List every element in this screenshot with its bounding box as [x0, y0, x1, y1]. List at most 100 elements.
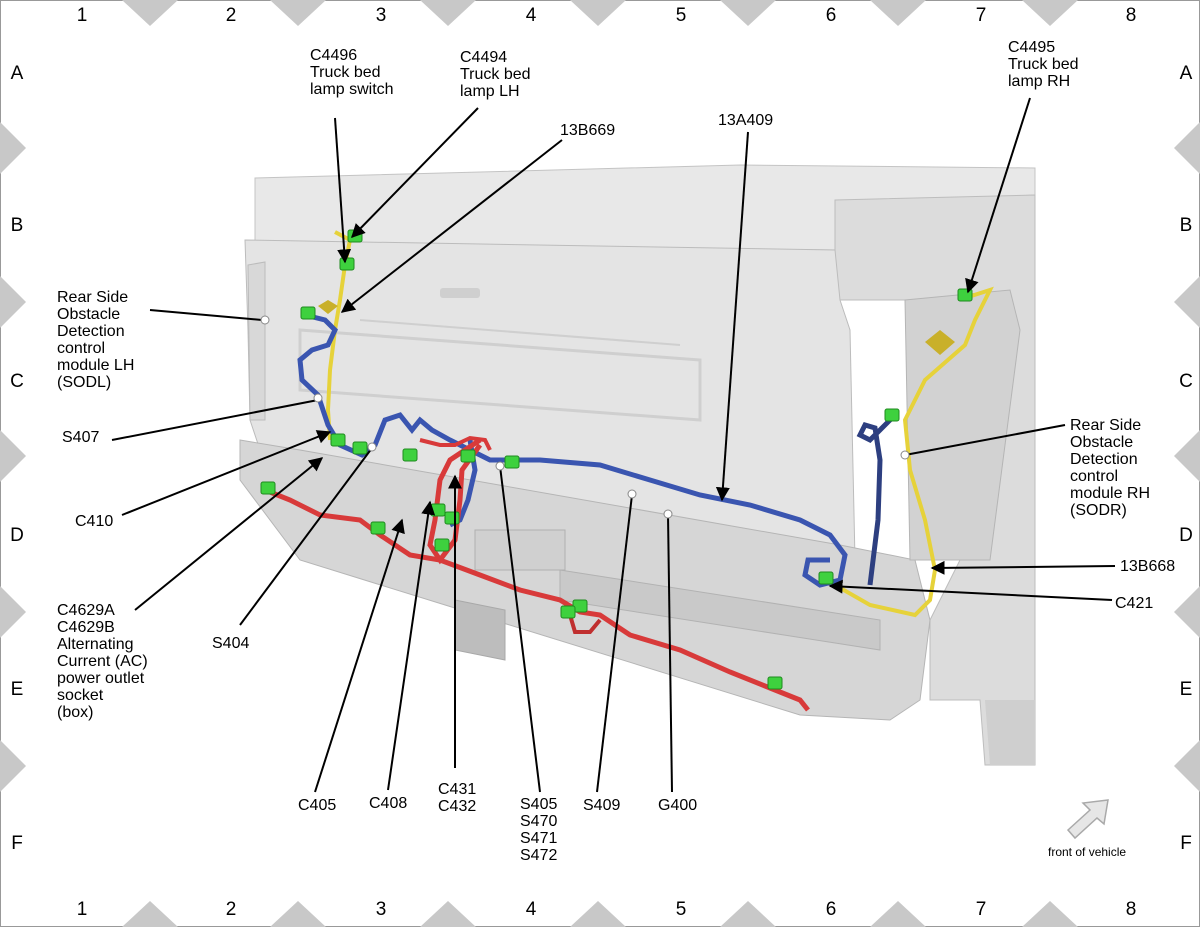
border-triangle	[270, 901, 326, 927]
leader-c4496	[334, 117, 352, 264]
label-s407: S407	[62, 429, 99, 446]
grid-row-right: E	[1180, 679, 1193, 700]
label-line: S407	[62, 429, 99, 446]
red-harness	[264, 435, 810, 712]
leader-c405	[314, 518, 405, 793]
label-line: 13B669	[560, 122, 615, 139]
yellow-clip	[318, 300, 338, 314]
harness-blue-rh	[856, 413, 897, 586]
splice-s407	[313, 393, 323, 403]
label-13b668: 13B668	[1120, 558, 1175, 575]
border-triangle	[122, 901, 178, 927]
grid-col-bottom: 7	[976, 899, 987, 920]
connector-block	[434, 538, 450, 552]
connector-block	[260, 481, 276, 495]
leader-c408	[387, 500, 436, 791]
front-of-vehicle-indicator: front of vehicle	[1048, 799, 1126, 859]
harness-red-upper	[419, 435, 492, 451]
connector-block	[767, 676, 783, 690]
border-triangle	[870, 0, 926, 26]
grid-row-right: A	[1180, 63, 1193, 84]
connector-block	[300, 306, 316, 320]
label-line: module RH	[1070, 485, 1150, 502]
label-line: Obstacle	[1070, 434, 1133, 451]
grid-col-top: 4	[526, 5, 537, 26]
label-line: Truck bed	[310, 64, 381, 81]
border-triangle	[720, 901, 776, 927]
leader-g400	[667, 514, 673, 793]
border-triangle	[1174, 122, 1200, 174]
label-line: lamp RH	[1008, 73, 1070, 90]
splice-points	[260, 315, 910, 519]
label-line: Rear Side	[57, 289, 128, 306]
connector-block	[504, 455, 520, 469]
leader-s404	[239, 447, 373, 626]
leader-c421	[828, 579, 1113, 601]
grid-row-right: B	[1180, 215, 1193, 236]
front-arrow-icon	[1066, 799, 1109, 840]
border-triangle	[720, 0, 776, 26]
label-line: C408	[369, 795, 407, 812]
label-c410: C410	[75, 513, 113, 530]
label-line: C4495	[1008, 39, 1055, 56]
leader-c4494	[351, 107, 479, 239]
grid-col-bottom: 6	[826, 899, 837, 920]
label-line: S472	[520, 847, 557, 864]
label-line: 13A409	[718, 112, 773, 129]
connector-block	[370, 521, 386, 535]
leader-s407	[111, 399, 319, 441]
leader-13a409	[715, 131, 749, 502]
label-line: (SODR)	[1070, 502, 1127, 519]
label-line: C4496	[310, 47, 357, 64]
label-g400: G400	[658, 797, 697, 814]
label-line: C410	[75, 513, 113, 530]
connector-block	[460, 449, 476, 463]
connector-block	[347, 229, 363, 243]
harness-yellow-lh	[325, 230, 353, 441]
connector-block	[444, 511, 460, 525]
grid-col-top: 3	[376, 5, 387, 26]
label-c405: C405	[298, 797, 336, 814]
splice-s404	[367, 442, 377, 452]
border-triangle	[1174, 740, 1200, 792]
label-line: S471	[520, 830, 557, 847]
grid-row-right: D	[1179, 525, 1193, 546]
grid-row-right: C	[1179, 371, 1193, 392]
connector-block	[330, 433, 346, 447]
border-triangle	[1174, 430, 1200, 482]
label-13b669: 13B669	[560, 122, 615, 139]
border-triangle	[122, 0, 178, 26]
label-line: S405	[520, 796, 557, 813]
label-line: Truck bed	[1008, 56, 1079, 73]
leader-s409	[596, 494, 633, 793]
front-of-vehicle-text: front of vehicle	[1048, 845, 1126, 859]
harness-red-branch	[568, 614, 602, 634]
yellow-harness	[318, 230, 994, 618]
border-triangle	[870, 901, 926, 927]
grid-col-bottom: 2	[226, 899, 237, 920]
grid-col-top: 7	[976, 5, 987, 26]
connector-block	[402, 448, 418, 462]
connector-block	[430, 503, 446, 517]
splice-sodl	[260, 315, 270, 325]
connector-block	[352, 441, 368, 455]
label-line: Obstacle	[57, 306, 120, 323]
label-s404: S404	[212, 635, 249, 652]
grid-col-bottom: 4	[526, 899, 537, 920]
label-line: S409	[583, 797, 620, 814]
border-triangle	[570, 0, 626, 26]
label-s409: S409	[583, 797, 620, 814]
border-triangle	[0, 430, 26, 482]
label-c421: C421	[1115, 595, 1153, 612]
label-line: control	[1070, 468, 1118, 485]
border-triangle	[270, 0, 326, 26]
border-triangle	[420, 0, 476, 26]
grid-row-right: F	[1180, 833, 1192, 854]
grid-row-left: F	[11, 833, 23, 854]
label-line: Detection	[1070, 451, 1138, 468]
grid-col-bottom: 8	[1126, 899, 1137, 920]
